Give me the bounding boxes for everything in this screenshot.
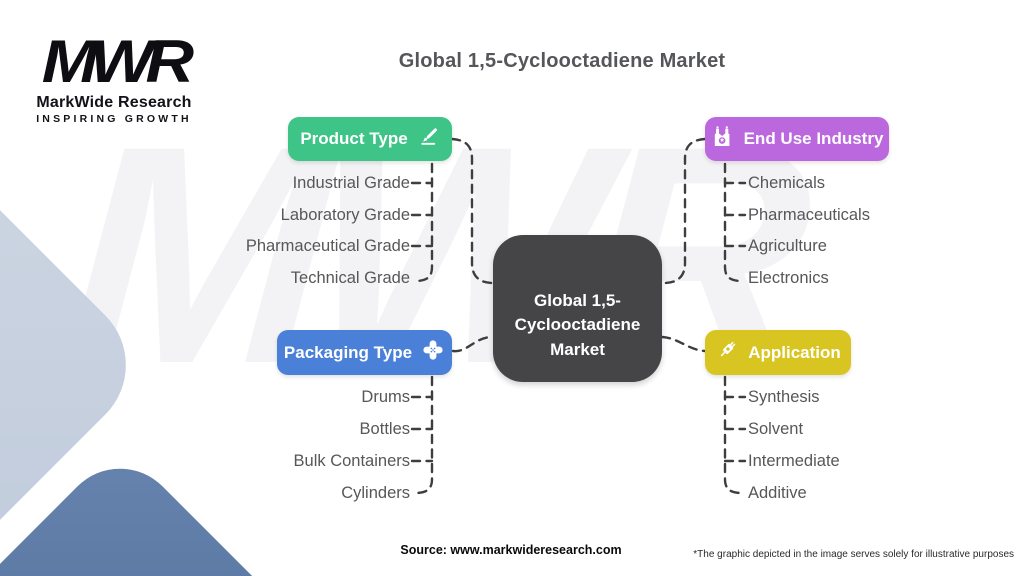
center-node: Global 1,5- Cyclooctadiene Market xyxy=(493,235,662,382)
node-product-type-label: Product Type xyxy=(300,129,408,148)
node-application-label: Application xyxy=(748,342,841,362)
brand-logo: MWR MarkWide Research INSPIRING GROWTH xyxy=(34,32,194,126)
list-item: Electronics xyxy=(748,269,829,287)
logo-monogram: MWR xyxy=(41,28,194,95)
list-item: Laboratory Grade xyxy=(280,206,410,224)
list-item: Agriculture xyxy=(748,237,827,255)
center-node-line: Cyclooctadiene xyxy=(514,315,641,335)
center-node-line: Market xyxy=(550,339,605,359)
list-item: Additive xyxy=(748,484,807,502)
list-item: Technical Grade xyxy=(290,269,410,287)
list-item: Solvent xyxy=(748,420,804,438)
factory-icon xyxy=(711,125,735,154)
logo-tagline: INSPIRING GROWTH xyxy=(36,113,192,125)
page-title: Global 1,5-Cyclooctadiene Market xyxy=(398,50,726,72)
list-item: Cylinders xyxy=(341,484,410,502)
logo-name: MarkWide Research xyxy=(36,94,192,111)
list-item: Pharmaceutical Grade xyxy=(245,237,410,255)
pen-icon xyxy=(417,125,440,153)
node-packaging-type: Packaging Type xyxy=(277,330,452,375)
center-node-line: Global 1,5- xyxy=(534,291,621,311)
node-end-use-industry-label: End Use Industry xyxy=(743,129,884,148)
list-item: Pharmaceuticals xyxy=(748,206,870,224)
disclaimer-text: *The graphic depicted in the image serve… xyxy=(693,549,1014,560)
bandage-icon xyxy=(421,338,445,367)
list-item: Bottles xyxy=(359,420,410,438)
list-item: Intermediate xyxy=(748,452,840,470)
list-item: Industrial Grade xyxy=(292,174,410,192)
plug-icon xyxy=(715,338,739,367)
list-item: Drums xyxy=(361,388,410,406)
list-item: Bulk Containers xyxy=(293,452,410,470)
list-item: Synthesis xyxy=(748,388,820,406)
node-end-use-industry: End Use Industry xyxy=(705,117,889,161)
node-application: Application xyxy=(705,330,851,375)
node-product-type: Product Type xyxy=(288,117,452,161)
source-text: Source: www.markwideresearch.com xyxy=(400,543,622,557)
list-item: Chemicals xyxy=(748,174,826,192)
node-packaging-type-label: Packaging Type xyxy=(283,342,413,362)
